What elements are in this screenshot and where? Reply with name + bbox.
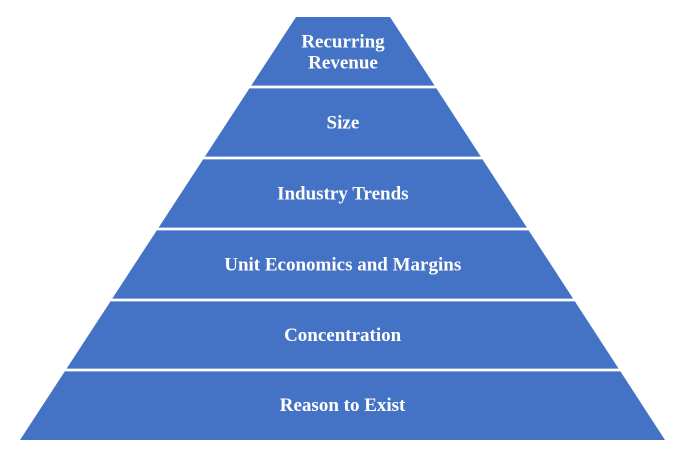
pyramid-tier-concentration [66, 301, 619, 369]
pyramid-tier-size [204, 88, 481, 157]
pyramid-tier-industry-trends [158, 159, 527, 228]
pyramid-tier-unit-economics-and-margins [112, 230, 574, 299]
tier-label-recurring-revenue-line-2: Revenue [308, 53, 378, 74]
tier-label-reason-to-exist: Reason to Exist [280, 395, 406, 416]
tier-label-unit-economics-and-margins: Unit Economics and Margins [224, 255, 461, 276]
tier-label-industry-trends: Industry Trends [277, 184, 408, 205]
tier-label-concentration: Concentration [284, 325, 402, 346]
pyramid-tier-recurring-revenue [251, 17, 435, 86]
tier-label-size: Size [327, 113, 360, 134]
tier-label-recurring-revenue-line-1: Recurring [301, 32, 385, 53]
pyramid-tier-reason-to-exist [20, 371, 665, 440]
